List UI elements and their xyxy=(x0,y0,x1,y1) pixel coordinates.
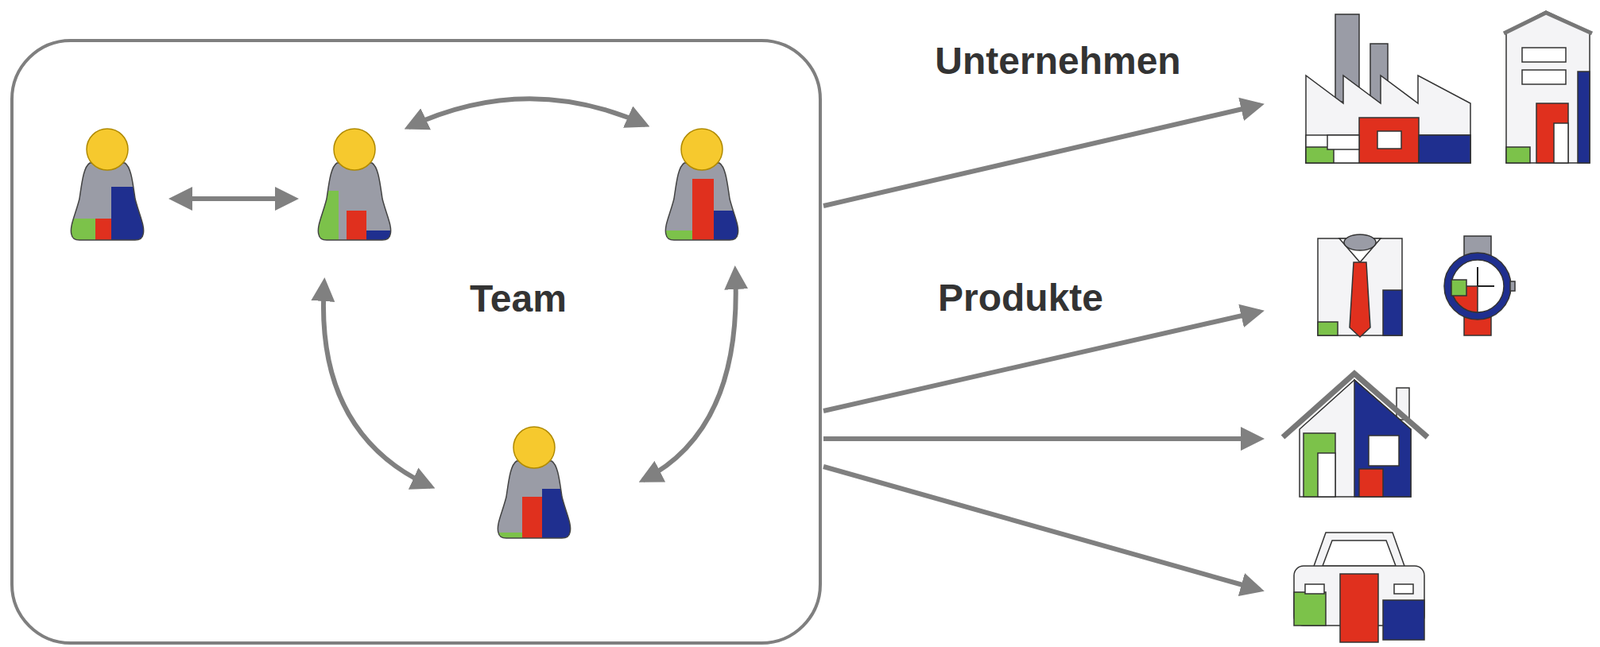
node-label: Team xyxy=(469,277,567,320)
node-label-wrap: Team xyxy=(469,278,567,321)
arrow xyxy=(823,466,1260,590)
team-box: Team xyxy=(10,38,822,645)
house-icon xyxy=(1282,373,1428,497)
arrow xyxy=(823,436,1260,442)
category-label-wrap: Unternehmen xyxy=(934,40,1181,83)
person-figure xyxy=(67,128,148,247)
double-arrow xyxy=(173,196,295,202)
double-arrow xyxy=(323,282,431,487)
arrow xyxy=(823,311,1260,411)
person-figure xyxy=(662,128,742,247)
building-icon xyxy=(1503,11,1593,163)
shirt-icon xyxy=(1317,234,1403,338)
team-arrows xyxy=(173,98,737,487)
category-label: Unternehmen xyxy=(934,39,1181,82)
double-arrow xyxy=(643,270,737,481)
double-arrow xyxy=(408,98,646,128)
car-icon xyxy=(1293,532,1425,643)
output-arrows xyxy=(823,104,1260,590)
person-figure xyxy=(314,128,395,247)
category-label: Produkte xyxy=(937,276,1104,319)
factory-icon xyxy=(1305,14,1471,163)
person-figure xyxy=(494,426,574,545)
category-label-wrap: Produkte xyxy=(937,277,1104,320)
arrow xyxy=(823,104,1260,206)
watch-icon xyxy=(1444,236,1515,336)
